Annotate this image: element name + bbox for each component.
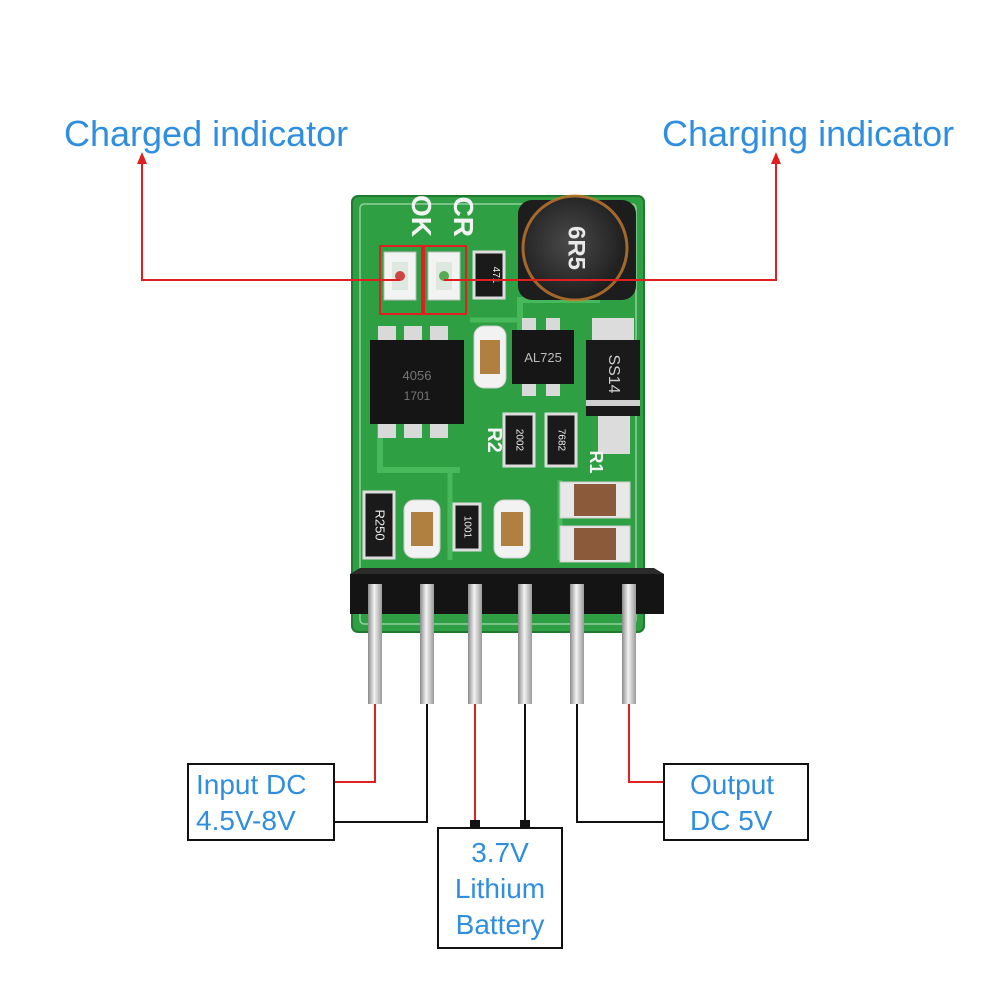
resistor-7682: 7682 (544, 412, 578, 468)
cr-marking: CR (448, 197, 479, 237)
charging-indicator-label: Charging indicator (662, 113, 954, 154)
resistor-2002-label: 2002 (513, 429, 524, 452)
pin-1 (368, 584, 382, 704)
pin-5 (570, 584, 584, 704)
inductor-label: 6R5 (563, 226, 590, 270)
pin-2 (420, 584, 434, 704)
resistor-1001-label: 1001 (461, 516, 472, 539)
input-positive-wire (334, 704, 376, 783)
pin-3 (468, 584, 482, 704)
r1-marking: R1 (586, 450, 606, 473)
battery-positive-terminal (470, 820, 480, 828)
resistor-471-label: 471 (490, 267, 501, 284)
inductor-6r5: 6R5 (518, 194, 636, 302)
capacitor-bottom-middle (493, 499, 531, 559)
diode-label: SS14 (605, 354, 622, 393)
pin-6 (622, 584, 636, 704)
input-box (187, 763, 335, 841)
diode-ss14: SS14 (586, 318, 640, 454)
resistor-7682-label: 7682 (555, 429, 566, 452)
pin-header (350, 568, 664, 614)
input-label-line1: Input DC (196, 769, 307, 800)
ceramic-capacitor-lower (559, 525, 631, 563)
battery-label-line3: Battery (456, 909, 545, 940)
charged-indicator-label: Charged indicator (64, 113, 348, 154)
battery-label-line2: Lithium (455, 873, 545, 904)
output-positive-wire (628, 704, 664, 783)
r2-marking: R2 (483, 427, 505, 453)
charged-led (383, 251, 417, 301)
battery-negative-terminal (520, 820, 530, 828)
resistor-471: 471 (472, 250, 506, 300)
charging-led (427, 251, 461, 301)
capacitor-top (473, 325, 507, 389)
charger-ic-4056: 4056 1701 (370, 326, 464, 438)
battery-label-line1: 3.7V (471, 837, 529, 868)
output-label-line2: DC 5V (690, 805, 773, 836)
charger-ic-label: 4056 (403, 368, 432, 383)
output-box (663, 763, 809, 841)
input-negative-wire (334, 704, 428, 823)
pin-4 (518, 584, 532, 704)
ok-marking: OK (406, 195, 437, 237)
boost-ic-al725: AL725 (512, 318, 574, 396)
battery-box (437, 827, 563, 949)
output-label-line1: Output (690, 769, 774, 800)
charged-pointer-arrow (137, 152, 147, 164)
boost-ic-label: AL725 (524, 350, 562, 365)
charging-pointer-arrow (771, 152, 781, 164)
ceramic-capacitor-upper (559, 481, 631, 519)
resistor-1001: 1001 (452, 502, 482, 552)
input-label-line2: 4.5V-8V (196, 805, 296, 836)
charging-pointer-line (444, 160, 777, 281)
resistor-2002: 2002 (502, 412, 536, 468)
charged-pointer-line (141, 160, 400, 281)
output-negative-wire (576, 704, 664, 823)
capacitor-bottom-left (403, 499, 441, 559)
charger-ic-code: 1701 (404, 389, 431, 403)
resistor-r250: R250 (362, 490, 396, 560)
resistor-r250-label: R250 (373, 509, 388, 540)
